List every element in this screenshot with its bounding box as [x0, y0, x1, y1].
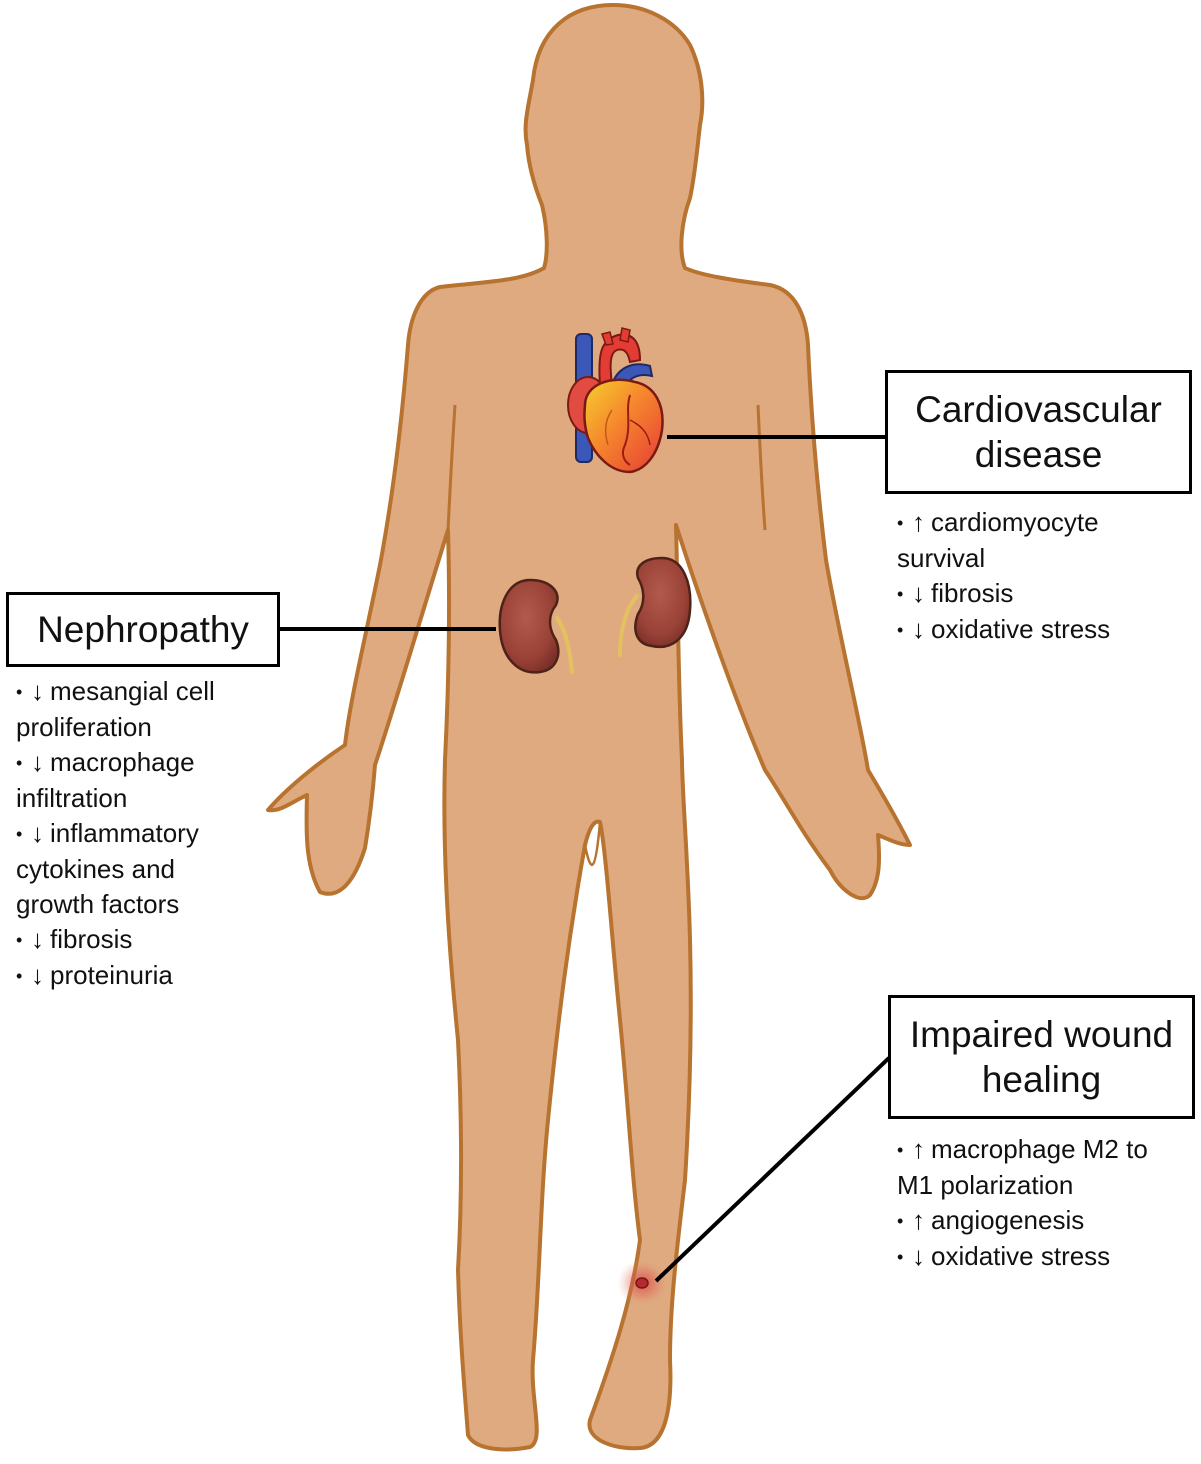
effect-text: cardiomyocyte: [931, 507, 1099, 537]
effect-text: proliferation: [16, 712, 152, 742]
effect-text: inflammatory: [50, 818, 199, 848]
bullet-dot: •: [16, 930, 23, 950]
wound-effects-list: •↑macrophage M2 to M1 polarization •↑ang…: [897, 1132, 1197, 1275]
kidney-icon: [498, 556, 692, 674]
down-arrow-icon: ↓: [912, 1241, 925, 1271]
up-arrow-icon: ↑: [912, 1134, 925, 1164]
body-contour-line: [446, 404, 457, 531]
cardiovascular-effects-list: • ↑cardiomyocyte survival • ↓fibrosis • ↓ox…: [897, 505, 1197, 648]
list-item: growth factors: [16, 887, 296, 922]
down-arrow-icon: ↓: [31, 924, 44, 954]
list-item: • ↓macrophage: [16, 745, 296, 781]
bullet-dot: •: [16, 682, 23, 702]
list-item: • ↓oxidative stress: [897, 612, 1197, 648]
bullet-dot: •: [16, 753, 23, 773]
list-item: infiltration: [16, 781, 296, 816]
effect-text: proteinuria: [50, 960, 173, 990]
bullet-dot: •: [16, 966, 23, 986]
callout-title-line: healing: [981, 1059, 1102, 1100]
bullet-dot: •: [897, 1140, 904, 1160]
list-item: • ↑angiogenesis: [897, 1203, 1197, 1239]
body-contour-line: [583, 821, 602, 866]
wound-icon: [617, 1259, 669, 1307]
effect-text: macrophage M2 to: [931, 1134, 1148, 1164]
list-item: • ↓oxidative stress: [897, 1239, 1197, 1275]
list-item: survival: [897, 541, 1197, 576]
effect-text: fibrosis: [50, 924, 133, 954]
list-item: • ↓inflammatory: [16, 816, 296, 852]
effect-text: infiltration: [16, 783, 128, 813]
effect-text: oxidative stress: [931, 1241, 1111, 1271]
down-arrow-icon: ↓: [31, 960, 44, 990]
cardiovascular-disease-label: Cardiovascular disease: [885, 370, 1192, 494]
list-item: • ↑macrophage M2 to: [897, 1132, 1197, 1168]
human-body-silhouette: [266, 3, 912, 1452]
bullet-dot: •: [16, 824, 23, 844]
wound-connector-line: [654, 1056, 891, 1283]
nephropathy-label: Nephropathy: [6, 592, 280, 667]
list-item: • ↓fibrosis: [897, 576, 1197, 612]
effect-text: mesangial cell: [50, 676, 215, 706]
list-item: M1 polarization: [897, 1168, 1197, 1203]
effect-text: cytokines and: [16, 854, 175, 884]
callout-title-line: Impaired wound: [909, 1013, 1174, 1055]
list-item: • ↑cardiomyocyte: [897, 505, 1197, 541]
effect-text: growth factors: [16, 889, 180, 919]
list-item: • ↓fibrosis: [16, 922, 296, 958]
list-item: • ↓mesangial cell: [16, 674, 296, 710]
down-arrow-icon: ↓: [912, 614, 925, 644]
callout-title-line: disease: [974, 434, 1103, 475]
bullet-dot: •: [897, 620, 904, 640]
up-arrow-icon: ↑: [912, 1205, 925, 1235]
effect-text: angiogenesis: [931, 1205, 1085, 1235]
bullet-dot: •: [897, 513, 904, 533]
list-item: proliferation: [16, 710, 296, 745]
down-arrow-icon: ↓: [31, 747, 44, 777]
down-arrow-icon: ↓: [31, 818, 44, 848]
callout-title-line: Nephropathy: [37, 608, 249, 650]
effect-text: oxidative stress: [931, 614, 1111, 644]
impaired-wound-healing-label: Impaired wound healing: [888, 995, 1195, 1119]
nephropathy-effects-list: •↓mesangial cell proliferation •↓macroph…: [16, 674, 296, 994]
list-item: • ↓proteinuria: [16, 958, 296, 994]
body-contour-line: [756, 404, 767, 531]
list-item: cytokines and: [16, 852, 296, 887]
heart-icon: [567, 327, 664, 474]
effect-text: M1 polarization: [897, 1170, 1074, 1200]
bullet-dot: •: [897, 1211, 904, 1231]
callout-title-line: Cardiovascular: [915, 388, 1162, 430]
bullet-dot: •: [897, 584, 904, 604]
down-arrow-icon: ↓: [31, 676, 44, 706]
effect-text: survival: [897, 543, 986, 573]
down-arrow-icon: ↓: [912, 578, 925, 608]
effect-text: macrophage: [50, 747, 195, 777]
bullet-dot: •: [897, 1247, 904, 1267]
effect-text: fibrosis: [931, 578, 1014, 608]
up-arrow-icon: ↑: [912, 507, 925, 537]
